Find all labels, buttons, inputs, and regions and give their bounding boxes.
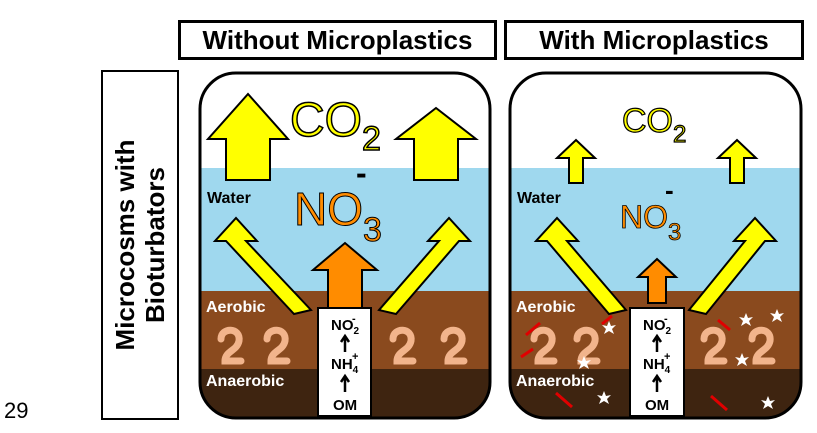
microplastic-fragment-icon: [739, 313, 753, 326]
nh4-label: NH4: [331, 356, 359, 376]
no3-label: NO3: [294, 183, 382, 249]
no3-charge: -: [356, 155, 367, 191]
microplastic-fragment-icon: [770, 309, 784, 322]
co2-subscript: 2: [673, 121, 686, 148]
co2-label: CO2: [290, 94, 381, 158]
nh4-to-no2-arrow: [651, 333, 663, 352]
microplastic-fiber-icon: [601, 314, 613, 326]
no3-subscript: 3: [668, 219, 681, 246]
left-flux-arrow: [212, 216, 313, 316]
no2-charge: -: [352, 313, 356, 325]
om-label: OM: [333, 397, 357, 414]
microplastic-fragment-icon: [602, 321, 616, 334]
microcosm-frame: [508, 71, 803, 420]
microplastic-fiber-icon: [710, 394, 728, 412]
no3-charge: -: [665, 175, 674, 205]
right-flux-arrow: [377, 216, 473, 316]
nitrate-arrow: [635, 257, 679, 304]
microcosm-without-microplastics: Water Aerobic Anaerobic CO2 NO3 - NO2 - …: [198, 71, 492, 420]
microplastic-fiber-icon: [555, 391, 573, 409]
header-without-microplastics-label: Without Microplastics: [202, 24, 473, 55]
aerobic-label: Aerobic: [206, 299, 266, 316]
microcosm-with-microplastics: Water Aerobic Anaerobic CO2 NO3 - NO2 - …: [508, 71, 803, 420]
co2-up-arrow-right: [393, 106, 479, 181]
no3-base: NO: [620, 199, 668, 235]
aerobic-label: Aerobic: [516, 299, 576, 316]
anaerobic-label: Anaerobic: [206, 373, 284, 390]
om-to-nh4-arrow: [651, 373, 663, 392]
co2-base: CO: [622, 102, 673, 140]
om-label: OM: [645, 397, 669, 414]
no2-label: NO2: [643, 317, 672, 337]
co2-up-arrow-left: [554, 138, 598, 184]
anaerobic-label: Anaerobic: [516, 373, 594, 390]
microplastic-fiber-icon: [525, 321, 541, 337]
microplastic-fiber-icon: [717, 318, 731, 332]
worm-icon: [530, 326, 558, 365]
co2-subscript: 2: [362, 120, 381, 158]
nh4-charge: +: [352, 351, 358, 363]
nitrate-arrow: [310, 241, 380, 311]
co2-base: CO: [290, 94, 362, 147]
no3-base: NO: [294, 183, 363, 235]
nh4-to-no2-arrow: [339, 333, 351, 352]
worm-icon: [263, 326, 291, 365]
worm-icon: [700, 326, 728, 365]
co2-up-arrow-right: [715, 138, 759, 184]
air-layer: [510, 73, 801, 168]
nh4-label: NH4: [643, 356, 671, 376]
header-with-microplastics-label: With Microplastics: [539, 24, 769, 55]
left-flux-arrow: [533, 216, 628, 316]
nh4-charge: +: [664, 351, 670, 363]
header-without-microplastics: Without Microplastics: [178, 20, 497, 60]
right-flux-arrow: [687, 216, 779, 316]
worm-icon: [573, 326, 601, 365]
worm-icon: [440, 326, 468, 365]
worm-icon: [389, 326, 417, 365]
no2-label: NO2: [331, 317, 360, 337]
microplastic-fragment-icon: [577, 356, 591, 369]
worm-icon: [217, 326, 245, 365]
microplastic-fragment-icon: [761, 396, 775, 409]
microplastic-fragment-icon: [735, 353, 749, 366]
header-with-microplastics: With Microplastics: [504, 20, 804, 60]
no3-label: NO3: [620, 199, 681, 246]
microplastic-fragment-icon: [597, 391, 611, 404]
worm-icon: [748, 326, 776, 365]
side-label-box: Microcosms with Bioturbators: [101, 70, 179, 420]
water-label: Water: [207, 190, 251, 207]
no2-charge: -: [664, 313, 668, 325]
microcosm-frame: [198, 71, 492, 420]
co2-label: CO2: [622, 102, 686, 148]
microplastic-fiber-icon: [520, 347, 534, 359]
nitrogen-chain-box-left: NO2 - NH4 + OM: [317, 307, 372, 417]
om-to-nh4-arrow: [339, 373, 351, 392]
nitrogen-chain-box-right: NO2 - NH4 + OM: [629, 307, 685, 417]
co2-up-arrow-left: [205, 92, 291, 181]
no3-subscript: 3: [363, 211, 382, 249]
water-label: Water: [517, 190, 561, 207]
line-number: 29: [4, 398, 29, 423]
